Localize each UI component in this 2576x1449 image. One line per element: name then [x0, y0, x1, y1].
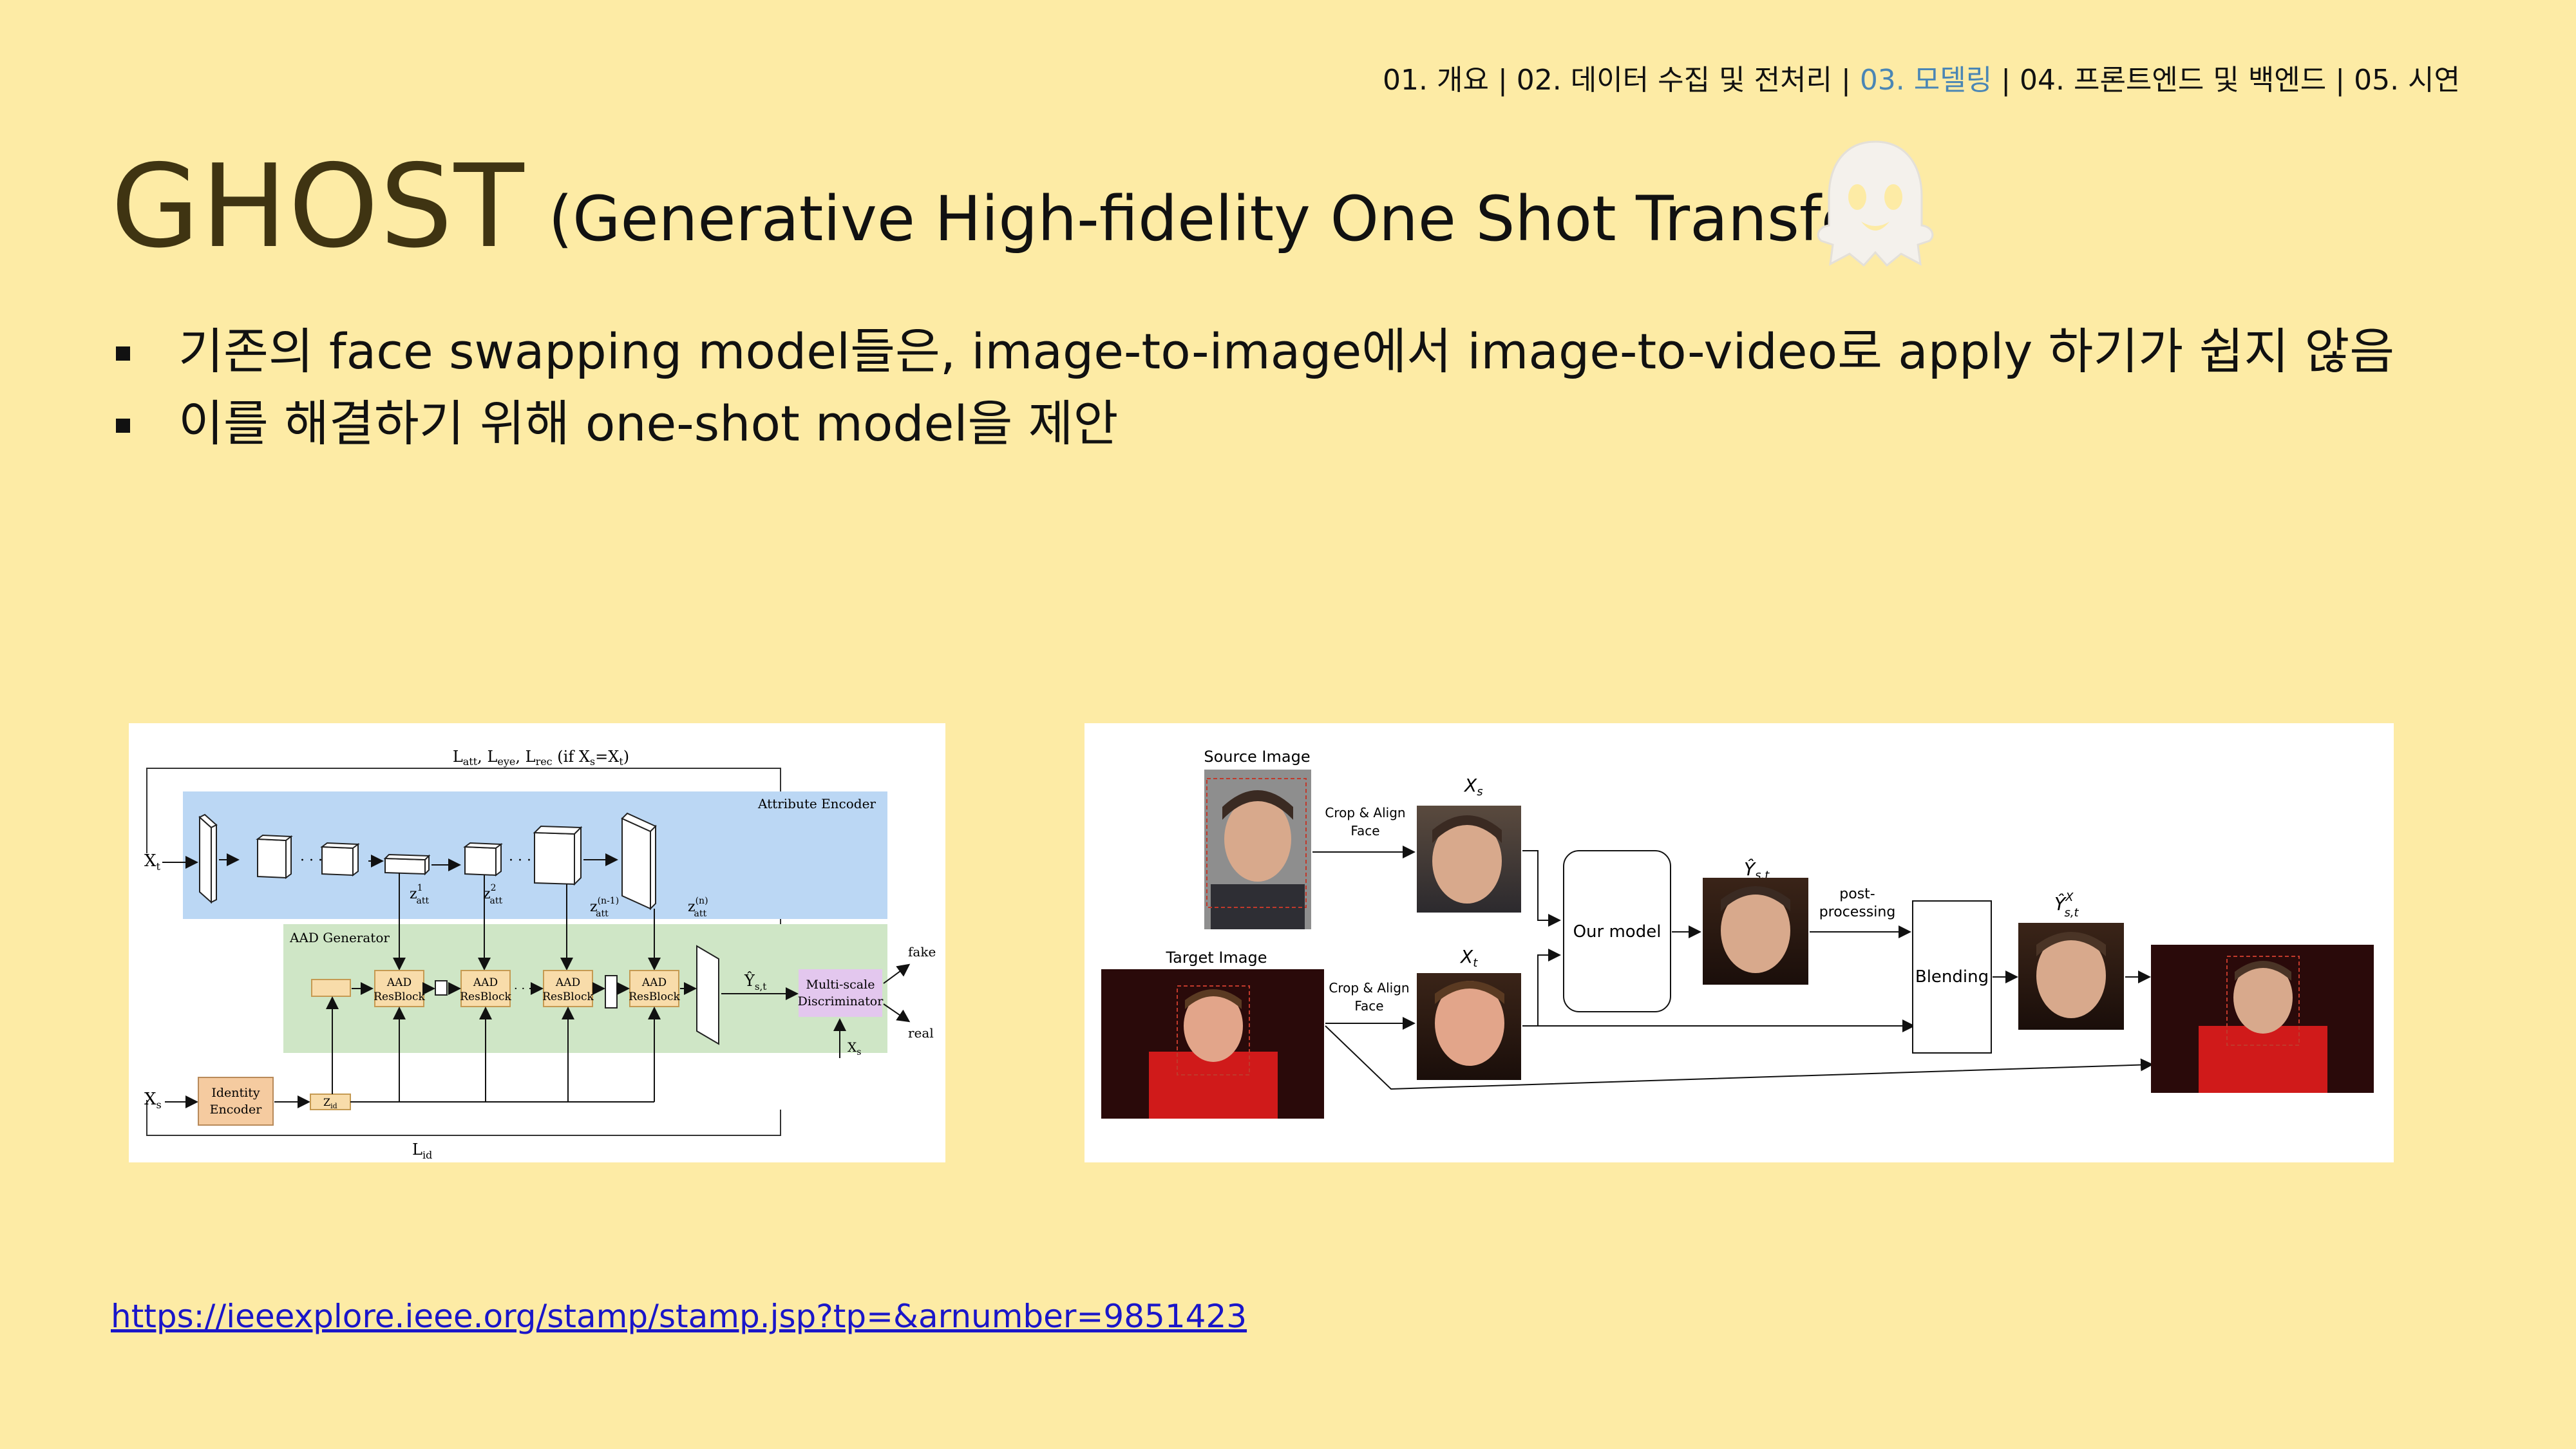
crop-align-label: Crop & Align [1329, 980, 1409, 996]
loss-id-label: Lid [412, 1141, 432, 1161]
y-hat-face [1703, 878, 1808, 985]
y-hat-label: Ŷs,t [744, 971, 766, 992]
xs-label: Xs [144, 1090, 162, 1111]
title-subtitle: (Generative High-fidelity One Shot Trans… [548, 183, 1909, 255]
bullet-item: 기존의 face swapping model들은, image-to-imag… [111, 316, 2394, 388]
nav-item-overview[interactable]: 01. 개요 [1383, 64, 1489, 97]
blending-label: Blending [1915, 967, 1989, 987]
discriminator-box [799, 969, 882, 1017]
output-image [2151, 945, 2374, 1093]
ellipsis: · · · [509, 853, 531, 869]
z-att-n-1-label: z(n-1)att [590, 896, 619, 919]
nav-item-frontend-backend[interactable]: 04. 프론트엔드 및 백엔드 [2020, 64, 2327, 97]
nav-separator: | [1992, 64, 2020, 97]
identity-encoder-label: Encoder [210, 1103, 263, 1117]
real-label: real [908, 1025, 934, 1041]
aad-block-label: AAD [641, 976, 667, 989]
ellipsis: · · · [300, 853, 323, 869]
post-processing-label: post- [1839, 886, 1875, 902]
aad-block-label: ResBlock [542, 990, 594, 1003]
ellipsis: · · [514, 982, 525, 996]
discriminator-label: Discriminator [798, 994, 884, 1009]
attribute-encoder-label: Attribute Encoder [757, 796, 876, 811]
aad-block-label: AAD [386, 976, 412, 989]
identity-encoder-box [198, 1077, 274, 1126]
source-image-label: Source Image [1204, 748, 1310, 766]
section-nav: 01. 개요 | 02. 데이터 수집 및 전처리 | 03. 모델링 | 04… [1383, 57, 2460, 98]
target-face-image [1101, 969, 1324, 1119]
paper-link[interactable]: https://ieeexplore.ieee.org/stamp/stamp.… [111, 1298, 1247, 1335]
xt-label: Xt [144, 851, 161, 873]
y-hat-final-face [2018, 923, 2124, 1030]
nav-item-data[interactable]: 02. 데이터 수집 및 전처리 [1516, 64, 1833, 97]
loss-top-label: Latt, Leye, Lrec (if Xs=Xt) [453, 748, 629, 768]
crop-align-label: Face [1350, 823, 1379, 838]
xt-label: Xt [1459, 946, 1478, 970]
z-att-n-label: z(n)att [688, 896, 708, 919]
aad-generator-label: AAD Generator [289, 930, 390, 945]
aad-block-label: ResBlock [460, 990, 511, 1003]
bullet-item: 이를 해결하기 위해 one-shot model을 제안 [111, 388, 2394, 460]
discriminator-label: Multi-scale [806, 978, 875, 992]
aad-block-label: AAD [555, 976, 580, 989]
xs-disc-label: Xs [848, 1039, 861, 1057]
title-main: GHOST [111, 140, 526, 273]
identity-encoder-label: Identity [211, 1086, 260, 1100]
bullet-list: 기존의 face swapping model들은, image-to-imag… [111, 316, 2394, 460]
nav-separator: | [1832, 64, 1860, 97]
slide-title: GHOST (Generative High-fidelity One Shot… [111, 135, 1909, 264]
crop-align-label: Crop & Align [1325, 805, 1405, 820]
aad-block-label: ResBlock [629, 990, 680, 1003]
crop-align-label: Face [1354, 998, 1383, 1014]
source-face-image [1204, 770, 1311, 929]
blending-box [1912, 900, 1992, 1054]
xs-label: Xs [1463, 775, 1483, 799]
ghost-icon [1817, 140, 1934, 267]
target-image-label: Target Image [1165, 949, 1267, 967]
fake-label: fake [908, 944, 936, 960]
post-processing-label: processing [1819, 904, 1896, 920]
xs-face-crop [1417, 806, 1521, 913]
pipeline-diagram: Source Image Target Image Crop & Align F… [1084, 723, 2394, 1162]
z-id-label: Zid [323, 1096, 337, 1110]
aad-block-label: AAD [473, 976, 498, 989]
aad-block-label: ResBlock [374, 990, 425, 1003]
our-model-box [1563, 850, 1671, 1012]
nav-separator: | [2326, 64, 2354, 97]
nav-separator: | [1488, 64, 1517, 97]
z-id-box [310, 1094, 351, 1110]
nav-item-demo[interactable]: 05. 시연 [2354, 64, 2460, 97]
nav-item-modeling[interactable]: 03. 모델링 [1859, 64, 1993, 97]
our-model-label: Our model [1573, 922, 1662, 942]
architecture-diagram: Latt, Leye, Lrec (if Xs=Xt) Attribute En… [129, 723, 945, 1162]
xt-face-crop [1417, 973, 1521, 1080]
